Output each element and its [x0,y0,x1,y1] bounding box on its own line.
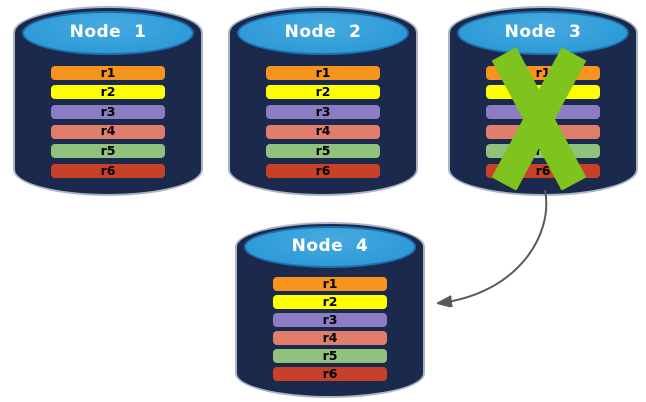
cylinder-top: Node 4 [243,226,417,268]
failover-arrow-icon [410,189,548,317]
replica-label: r6 [100,162,116,178]
replica-bar-r5: r5 [273,348,387,364]
node-title: Node 1 [69,22,147,43]
replica-bar-r4: r4 [51,123,165,139]
replica-label: r6 [322,366,338,382]
replica-label: r1 [535,64,551,80]
replica-bar-r3: r3 [51,103,165,120]
replica-label: r4 [322,330,338,346]
node-title: Node 3 [504,22,582,43]
node-title: Node 4 [291,236,369,257]
replica-label: r4 [315,123,331,139]
replica-label: r1 [322,276,338,292]
replica-label: r3 [322,312,338,328]
cylinder-top: Node 1 [21,10,195,56]
replica-bar-r2: r2 [266,84,380,100]
replica-list: r1 r2 r3 r4 r5 r6 [51,64,165,178]
replica-list: r1 r2 r3 r4 r5 r6 [273,276,387,382]
replica-bar-r4: r4 [273,330,387,346]
replica-bar-r4: r4 [266,123,380,139]
replica-label: r6 [315,162,331,178]
replica-label: r5 [100,143,116,159]
replica-label: r6 [535,162,551,178]
db-node-4: Node 4 r1 r2 r3 r4 r5 r6 [235,222,425,398]
replica-bar-r5: r5 [266,143,380,159]
replica-bar-r2: r2 [51,84,165,100]
replica-label: r5 [322,348,338,364]
db-node-1: Node 1 r1 r2 r3 r4 r5 r6 [13,6,203,196]
replica-bar-r3: r3 [273,312,387,328]
replica-bar-r1: r1 [51,64,165,80]
replica-bar-r6: r6 [273,366,387,382]
replica-label: r1 [315,64,331,80]
replica-bar-r1: r1 [273,276,387,292]
replica-bar-r6: r6 [266,162,380,178]
replica-bar-r1: r1 [266,64,380,80]
node-title: Node 2 [284,22,362,43]
replica-bar-r3: r3 [266,103,380,120]
replica-label: r4 [100,123,116,139]
db-node-2: Node 2 r1 r2 r3 r4 r5 r6 [228,6,418,196]
replica-bar-r6: r6 [51,162,165,178]
replica-label: r3 [100,103,116,119]
replica-label: r5 [315,143,331,159]
replica-bar-r2: r2 [273,294,387,310]
replica-label: r3 [315,103,331,119]
replica-label: r1 [100,64,116,80]
failure-x-icon [492,48,586,190]
cylinder-top: Node 3 [456,10,630,56]
replica-label: r2 [322,294,338,310]
replica-label: r2 [100,84,116,100]
cylinder-top: Node 2 [236,10,410,56]
replica-label: r2 [315,84,331,100]
replica-list: r1 r2 r3 r4 r5 r6 [266,64,380,178]
replica-bar-r5: r5 [51,143,165,159]
